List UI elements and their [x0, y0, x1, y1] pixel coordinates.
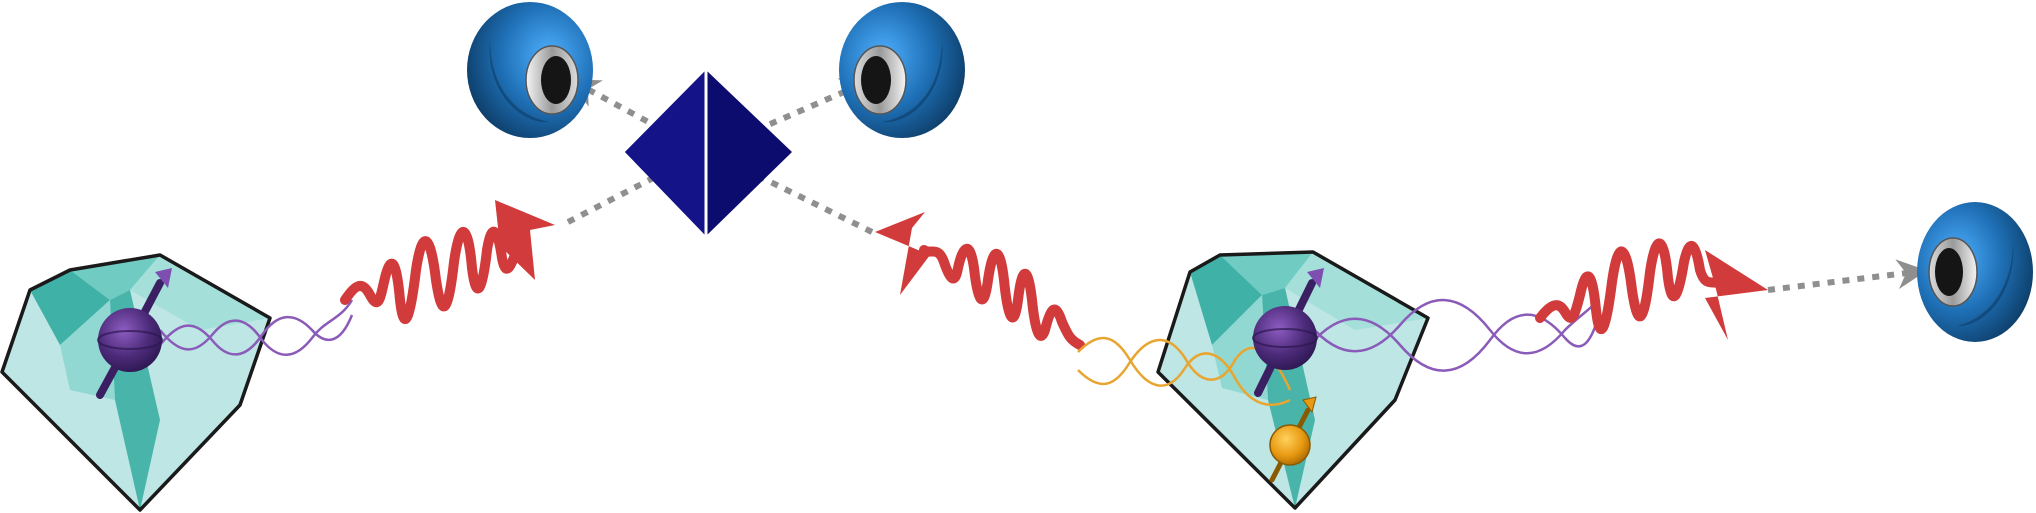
photodetector-icon — [467, 2, 593, 138]
beam-splitter-icon — [625, 70, 792, 236]
detector-top-left — [467, 2, 593, 138]
photon-red-right — [1535, 238, 1768, 340]
spin-qubit-icon — [1252, 268, 1324, 397]
photodetector-icon — [839, 2, 965, 138]
electron-spin-right — [1252, 268, 1324, 397]
electron-spin-left — [96, 268, 172, 399]
detector-far-right — [1917, 202, 2033, 342]
spin-qubit-icon — [96, 268, 172, 399]
nuclear-spin-icon — [1269, 396, 1317, 483]
photon-wave-right — [1309, 298, 1600, 372]
photodetector-icon — [1917, 202, 2033, 342]
left-diamond — [0, 253, 272, 512]
diamond-crystal-icon — [1156, 250, 1430, 510]
diamond-crystal-icon — [0, 253, 272, 512]
path-photon-to-far-detector — [1767, 259, 1927, 293]
photon-red-left — [340, 200, 555, 325]
photon-red-middle — [875, 212, 1085, 350]
detector-top-right — [839, 2, 965, 138]
nuclear-spin-right — [1269, 396, 1317, 483]
path-splitter-to-detector-right — [713, 78, 872, 151]
photon-wave-left — [159, 299, 354, 356]
right-diamond — [1156, 250, 1430, 510]
photon-wave-orange — [1077, 336, 1292, 406]
